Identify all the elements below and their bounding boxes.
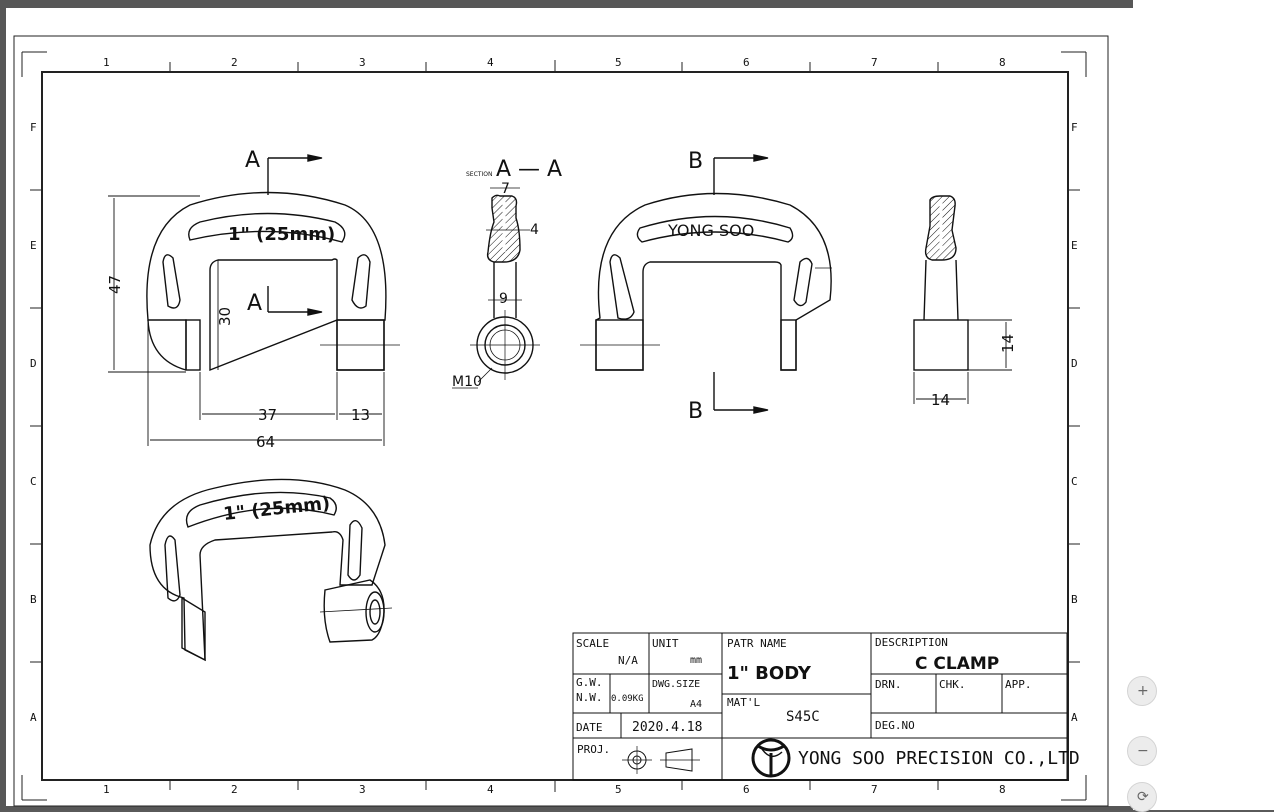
svg-text:1: 1 (103, 56, 110, 69)
section-letter-b-top: B (688, 149, 703, 174)
svg-text:B: B (30, 593, 37, 606)
description-value: C CLAMP (915, 654, 999, 674)
dim-inner-height: 30 (216, 307, 234, 326)
company-name: YONG SOO PRECISION CO.,LTD (798, 748, 1080, 769)
zone-labels-top: 1 2 3 4 5 6 7 8 (103, 56, 1006, 69)
dim-section-neck: 9 (499, 291, 508, 307)
svg-text:3: 3 (359, 783, 366, 796)
section-word: SECTION (466, 171, 492, 178)
svg-text:D: D (30, 357, 37, 370)
drn-label: DRN. (875, 678, 902, 691)
date-value: 2020.4.18 (632, 720, 702, 735)
dim-side-height: 14 (999, 334, 1017, 353)
svg-text:8: 8 (999, 56, 1006, 69)
svg-text:E: E (1071, 239, 1078, 252)
section-view (452, 187, 540, 389)
dim-section-top: 7 (501, 181, 510, 197)
svg-text:F: F (30, 121, 37, 134)
date-label: DATE (576, 721, 603, 734)
unit-value: mm (690, 655, 702, 666)
part-name-label: PATR NAME (727, 637, 787, 650)
zone-labels-left: F E D C B A (30, 121, 37, 724)
dim-inner-width: 37 (258, 406, 277, 424)
proj-label: PROJ. (577, 743, 610, 756)
svg-text:6: 6 (743, 56, 750, 69)
iso-view-label: 1" (25mm) (222, 493, 331, 525)
side-view (913, 195, 1012, 404)
section-letter-a-inner: A (247, 291, 262, 316)
zoom-in-icon[interactable]: + (1127, 676, 1157, 706)
svg-text:7: 7 (871, 783, 878, 796)
svg-text:8: 8 (999, 783, 1006, 796)
svg-text:3: 3 (359, 56, 366, 69)
title-block (572, 632, 1068, 781)
dim-width: 64 (256, 433, 275, 451)
scale-label: SCALE (576, 637, 609, 650)
zone-labels-right: F E D C B A (1071, 121, 1078, 724)
dim-thread: M10 (452, 374, 482, 390)
unit-label: UNIT (652, 637, 679, 650)
section-mark-a-inner (267, 286, 323, 316)
zone-labels-bottom: 1 2 3 4 5 6 7 8 (103, 783, 1006, 796)
title-block-text: SCALE N/A UNIT mm PATR NAME 1" BODY DESC… (576, 636, 1080, 769)
back-view (580, 192, 832, 371)
description-label: DESCRIPTION (875, 636, 948, 649)
svg-text:5: 5 (615, 56, 622, 69)
svg-text:4: 4 (487, 783, 494, 796)
dim-section-web: 4 (530, 222, 539, 238)
svg-text:C: C (30, 475, 37, 488)
part-name-value: 1" BODY (727, 663, 812, 684)
fit-page-icon[interactable]: ⟳ (1127, 782, 1157, 812)
svg-text:6: 6 (743, 783, 750, 796)
svg-text:A: A (30, 711, 37, 724)
projection-symbol-icon (622, 746, 700, 774)
dim-side-width: 14 (931, 391, 950, 409)
front-view-label: 1" (25mm) (228, 224, 335, 245)
zone-ticks (30, 60, 1080, 792)
back-view-label: YONG SOO (667, 221, 754, 240)
material-value: S45C (786, 709, 820, 725)
dim-height: 47 (106, 275, 124, 294)
svg-text:4: 4 (487, 56, 494, 69)
svg-text:F: F (1071, 121, 1078, 134)
viewer-side-panel (1133, 0, 1274, 810)
section-mark-a-top (267, 154, 323, 195)
svg-text:B: B (1071, 593, 1078, 606)
isometric-view (149, 478, 393, 662)
dwg-size-label: DWG.SIZE (652, 679, 700, 690)
section-letter-b-bottom: B (688, 399, 703, 424)
section-mark-b-top (713, 154, 769, 195)
section-mark-b-bottom (713, 372, 769, 414)
company-logo-icon (751, 738, 791, 778)
svg-text:C: C (1071, 475, 1078, 488)
svg-text:1: 1 (103, 783, 110, 796)
svg-text:A: A (1071, 711, 1078, 724)
front-dimensions (108, 195, 385, 446)
app-label: APP. (1005, 678, 1032, 691)
svg-text:7: 7 (871, 56, 878, 69)
front-view (146, 191, 400, 372)
svg-text:D: D (1071, 357, 1078, 370)
dim-jaw: 13 (351, 406, 370, 424)
drawing-sheet (6, 8, 1133, 806)
weight-value: 0.09KG (611, 694, 644, 704)
deg-no-label: DEG.NO (875, 719, 915, 732)
zoom-out-icon[interactable]: − (1127, 736, 1157, 766)
section-title: A — A (496, 157, 562, 182)
svg-text:5: 5 (615, 783, 622, 796)
material-label: MAT'L (727, 696, 760, 709)
chk-label: CHK. (939, 678, 966, 691)
gw-label: G.W. (576, 676, 603, 689)
nw-label: N.W. (576, 691, 603, 704)
section-letter-a-top: A (245, 148, 260, 173)
dwg-size-value: A4 (690, 699, 702, 710)
svg-text:2: 2 (231, 783, 238, 796)
svg-text:2: 2 (231, 56, 238, 69)
scale-value: N/A (618, 654, 638, 667)
svg-text:E: E (30, 239, 37, 252)
